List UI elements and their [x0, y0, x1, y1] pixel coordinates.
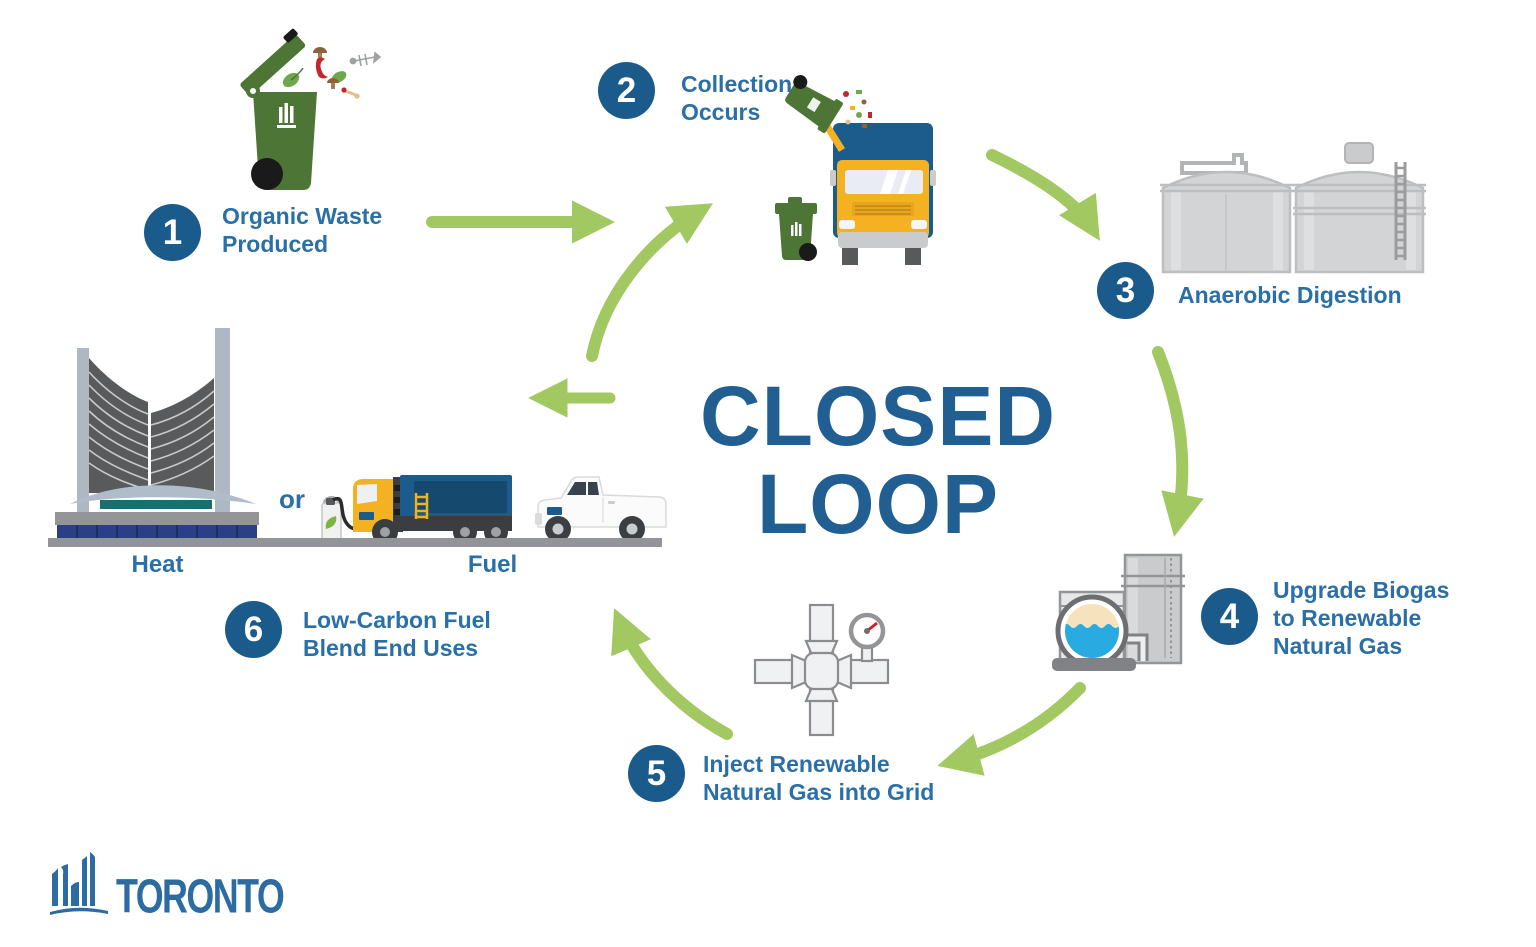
step-1-label: Organic Waste Produced: [222, 203, 383, 258]
door-logo: [359, 512, 374, 520]
pipe-junction: [803, 651, 840, 691]
tipping-bin: [785, 75, 843, 134]
or-label: or: [279, 484, 305, 514]
end-use-vehicles: [321, 475, 667, 545]
curbside-bin: [775, 197, 817, 261]
step-5-badge: 5: [628, 745, 685, 802]
step-3-label: Anaerobic Digestion: [1178, 282, 1402, 308]
step-2-badge: 2: [598, 62, 655, 119]
step-4-badge: 4: [1201, 588, 1258, 645]
digester-tank: [1160, 170, 1293, 274]
door-handle: [608, 501, 615, 504]
bin-hinge-cap: [250, 88, 256, 94]
biogas-upgrader-icon: [1052, 553, 1185, 671]
toronto-logo: TORONTO: [48, 848, 330, 923]
left-tower: [88, 358, 149, 493]
step-6-badge: 6: [225, 601, 282, 658]
pressure-gauge: [848, 612, 886, 650]
door-logo: [547, 507, 562, 515]
pickup-truck-icon: [535, 476, 667, 542]
step-2-label: Collection Occurs: [681, 71, 793, 126]
center-title: CLOSED LOOP: [658, 372, 1098, 548]
tower-pillar: [215, 328, 230, 513]
arrow-step4-to-step5: [937, 682, 1086, 776]
heat-label: Heat: [131, 551, 184, 578]
fuel-truck-icon: [353, 475, 512, 545]
step-6-label: Low-Carbon Fuel Blend End Uses: [303, 607, 491, 662]
green-organics-bin-icon: [240, 28, 382, 190]
headlight: [839, 220, 855, 229]
truck-cab-front: [830, 160, 936, 265]
toronto-wordmark: TORONTO: [116, 868, 285, 923]
step-4-label: Upgrade Biogas to Renewable Natural Gas: [1273, 577, 1450, 660]
council-chamber-dome: [70, 485, 256, 504]
step-5-label: Inject Renewable Natural Gas into Grid: [703, 751, 935, 806]
arrow-loop-to-step2: [586, 203, 713, 362]
gas-pipeline-icon: [753, 603, 890, 737]
podium-band: [100, 500, 212, 509]
ground-line: [48, 538, 662, 547]
digester-tanks-icon: [1160, 142, 1426, 274]
bin-toronto-mark: [277, 103, 296, 128]
truck-ladder: [414, 493, 429, 519]
title-line-1: CLOSED: [699, 369, 1057, 463]
bin-lid: [240, 28, 306, 96]
digester-tank: [1293, 162, 1426, 274]
bumper: [838, 232, 928, 248]
falling-scraps: [843, 90, 872, 128]
tank-pipe: [1180, 153, 1248, 175]
right-tower: [150, 378, 215, 493]
pump-nozzle: [326, 498, 335, 505]
toronto-logo-icon: [50, 852, 108, 915]
truck-wheel: [842, 248, 858, 265]
bone-scrap: [341, 87, 360, 99]
podium: [55, 512, 259, 525]
arrow-step5-to-step6: [611, 608, 733, 740]
cab-window: [357, 484, 377, 504]
truck-wheel: [905, 248, 921, 265]
upgrader-tower: [1121, 553, 1185, 665]
arrow-step2-to-step3: [986, 149, 1100, 241]
liquid-layer: [1065, 624, 1119, 658]
headlight: [911, 220, 927, 229]
leaf-icon: [325, 516, 337, 529]
step-1-badge: 1: [144, 204, 201, 261]
sphere-base: [1052, 658, 1136, 671]
step-3-badge: 3: [1097, 262, 1154, 319]
bin-wheel: [251, 158, 283, 190]
title-line-2: LOOP: [756, 457, 999, 551]
city-hall-icon: [55, 328, 259, 539]
fuel-pump-icon: [321, 496, 361, 544]
pickup-windows: [567, 482, 599, 495]
tower-pillar: [77, 348, 89, 513]
collection-truck-icon: [775, 75, 936, 265]
arrow-step3-to-step4: [1152, 346, 1204, 537]
food-scraps: [282, 47, 382, 99]
fuel-label: Fuel: [467, 551, 518, 578]
tank-ladder: [1394, 162, 1407, 260]
biogas-sphere: [1055, 594, 1129, 668]
tank-vent: [1344, 142, 1374, 164]
